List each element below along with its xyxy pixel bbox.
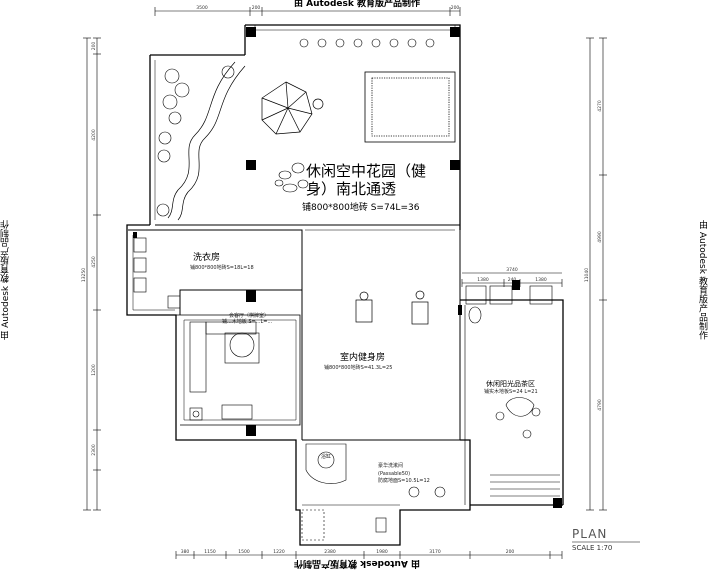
dimension-bottom-0: 380 xyxy=(181,549,190,555)
laundry-spec: 铺800*800地砖S=18L=18 xyxy=(190,265,254,271)
garden-title-line1: 休闲空中花园（健 xyxy=(306,162,427,180)
plan-label: PLAN xyxy=(572,527,608,541)
laundry-title: 洗衣房 xyxy=(193,253,221,263)
dimension-lines xyxy=(83,7,607,559)
dimension-top-2: 200 xyxy=(451,5,460,11)
gym-spec: 铺800*800地砖S=41.3L=25 xyxy=(324,365,393,371)
dimension-right-2: 4790 xyxy=(597,399,603,411)
dimension-bottom-5: 1980 xyxy=(376,549,388,555)
dimension-left-1: 4200 xyxy=(91,129,97,141)
bath-title: 豪华洗漱间 xyxy=(378,463,404,469)
dimension-bottom-7: 200 xyxy=(506,549,515,555)
dimension-top-1: 200 xyxy=(252,5,261,11)
dimension-left-4: 2300 xyxy=(91,444,97,456)
laundry-fixtures xyxy=(133,237,181,309)
dimension-bottom-6: 3170 xyxy=(429,549,441,555)
stepping-stones xyxy=(274,162,309,193)
bathtub-label: 浴缸 xyxy=(321,454,332,460)
dimension-annex-0: 1380 xyxy=(477,277,489,283)
guest-furniture xyxy=(189,321,260,421)
garden-title-line2: 身）南北通透 xyxy=(306,180,397,198)
bath-spec-b: 防腐地面S=10.5L=12 xyxy=(378,478,430,484)
garden-spec: 铺800*800地砖 S=74L=36 xyxy=(302,203,420,213)
garden-path xyxy=(167,61,246,221)
watermark-bottom: 由 Autodesk 教育版产品制作 xyxy=(294,558,421,568)
gym-equipment xyxy=(355,290,429,325)
sunroom-fixtures xyxy=(465,285,560,497)
walls xyxy=(126,24,564,546)
dimension-right-1: 4990 xyxy=(597,231,603,243)
guest-spec: 铺...木地板 S=...L=... xyxy=(222,319,273,325)
umbrella-table xyxy=(261,81,324,135)
bath-spec-a: (Passable50) xyxy=(378,471,411,477)
dimension-right-0: 4270 xyxy=(597,100,603,112)
gym-title: 室内健身房 xyxy=(340,353,386,363)
dimension-bottom-4: 2380 xyxy=(324,549,336,555)
dimension-top-0: 3500 xyxy=(196,5,208,11)
dimension-left-2: 4250 xyxy=(91,256,97,268)
dimension-texts: 3500 200 200 200 4200 4250 1200 2300 13250 4270 49… xyxy=(81,5,603,555)
garden-plants xyxy=(156,38,435,217)
dimension-bottom-3: 1220 xyxy=(273,549,285,555)
watermark-right: 由 Autodesk 教育版产品制作 xyxy=(697,220,707,340)
dimension-bottom-1: 1150 xyxy=(204,549,216,555)
dimension-left-total: 13250 xyxy=(81,268,87,282)
dimension-left-0: 200 xyxy=(91,42,97,51)
dimension-bottom-2: 1500 xyxy=(238,549,250,555)
watermark-top: 由 Autodesk 教育版产品制作 xyxy=(294,0,421,9)
dimension-annex-2: 1380 xyxy=(535,277,547,283)
sunroom-title: 休闲阳光品茶区 xyxy=(486,380,535,388)
watermark-left: 由 Autodesk 教育版产品制作 xyxy=(1,220,11,340)
columns xyxy=(133,27,562,508)
guest-title: 会客厅（棋牌室） xyxy=(229,313,270,319)
dimension-right-extra: 3740 xyxy=(506,267,518,273)
bath-fixtures xyxy=(301,443,446,541)
scale-label: SCALE 1:70 xyxy=(572,544,613,552)
garden-pool xyxy=(364,71,456,143)
dimension-left-3: 1200 xyxy=(91,364,97,376)
dimension-right-total: 11040 xyxy=(584,268,590,282)
sunroom-spec: 铺实木地板S=24 L=21 xyxy=(484,389,538,395)
